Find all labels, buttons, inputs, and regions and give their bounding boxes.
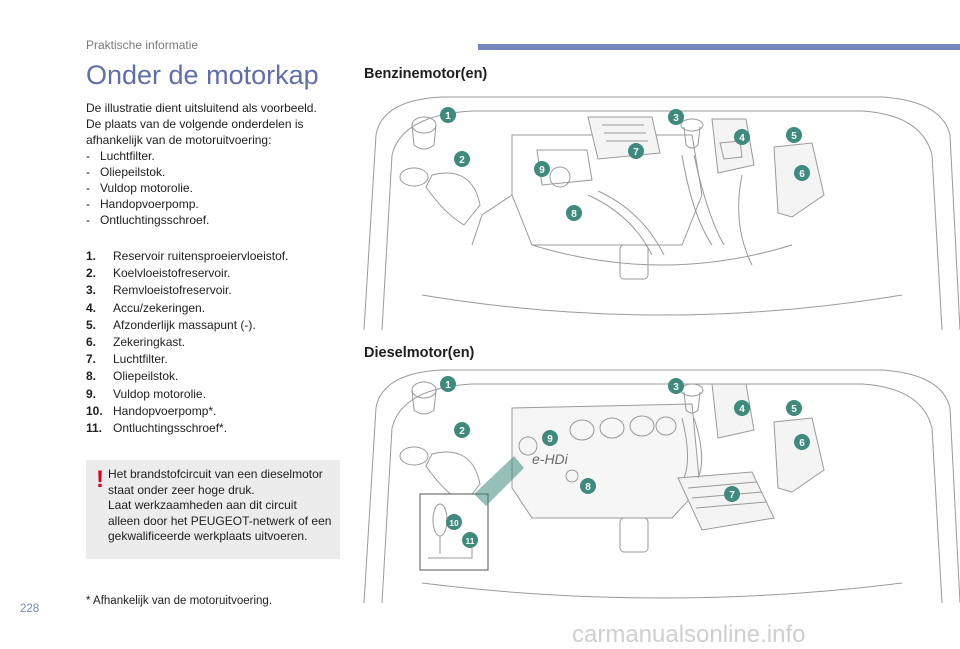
legend-row: 6.Zekeringkast. (86, 334, 186, 349)
intro-item: - Oliepeilstok. (86, 165, 166, 179)
marker-label: 3 (673, 113, 679, 124)
legend-row: 8.Oliepeilstok. (86, 369, 179, 384)
marker-6 (794, 165, 810, 181)
marker-3 (668, 109, 684, 125)
exclamation-icon: ! (96, 466, 104, 493)
marker-label: 2 (459, 155, 465, 166)
marker-5 (786, 127, 802, 143)
marker-label: 7 (729, 490, 735, 501)
marker-5 (786, 400, 802, 416)
marker-7 (628, 143, 644, 159)
warning-text: Het brandstofcircuit van een dieselmotor… (108, 467, 332, 543)
intro-line: De illustratie dient uitsluitend als voo… (86, 101, 317, 115)
page-number: 228 (20, 603, 40, 615)
marker-11 (462, 532, 478, 548)
marker-label: 10 (449, 518, 459, 528)
intro-text: De illustratie dient uitsluitend als voo… (86, 100, 351, 228)
watermark: carmanualsonline.info (572, 621, 806, 648)
legend-row: 3.Remvloeistofreservoir. (86, 283, 232, 298)
marker-3 (668, 378, 684, 394)
intro-item: - Luchtfilter. (86, 149, 155, 163)
intro-line: afhankelijk van de motoruitvoering: (86, 133, 272, 147)
marker-8 (580, 478, 596, 494)
diesel-engine-diagram: e-HDi 1 2 3 4 5 6 7 8 9 10 11 (363, 369, 960, 603)
marker-9 (534, 161, 550, 177)
petrol-heading: Benzinemotor(en) (364, 66, 488, 82)
intro-item: - Handopvoerpomp. (86, 197, 199, 211)
legend-row: 11.Ontluchtingsschroef*. (86, 420, 228, 435)
marker-1 (440, 107, 456, 123)
marker-label: 2 (459, 426, 465, 437)
marker-label: 4 (739, 133, 745, 144)
page-title: Onder de motorkap (86, 60, 319, 90)
legend-row: 1.Reservoir ruitensproeiervloeistof. (86, 249, 289, 263)
diesel-heading: Dieselmotor(en) (364, 345, 475, 361)
marker-label: 11 (466, 536, 475, 546)
marker-label: 1 (445, 111, 451, 122)
marker-label: 8 (571, 209, 577, 220)
header-bar (478, 44, 960, 50)
marker-6 (794, 434, 810, 450)
marker-10 (446, 514, 462, 530)
legend-row: 2.Koelvloeistofreservoir. (86, 266, 231, 281)
legend-row: 9.Vuldop motorolie. (86, 386, 206, 401)
legend-row: 4.Accu/zekeringen. (86, 300, 206, 315)
marker-label: 7 (633, 147, 639, 158)
marker-label: 9 (547, 434, 553, 445)
marker-label: 1 (445, 380, 451, 391)
marker-4 (734, 400, 750, 416)
marker-label: 6 (799, 438, 805, 449)
marker-9 (542, 430, 558, 446)
petrol-engine-diagram: 1 2 3 4 5 6 7 8 9 (363, 96, 960, 330)
marker-4 (734, 129, 750, 145)
warning-box: ! Het brandstofcircuit van een dieselmot… (86, 460, 340, 559)
section-label: Praktische informatie (86, 38, 199, 52)
marker-2 (454, 422, 470, 438)
marker-label: 9 (539, 165, 545, 176)
marker-label: 8 (585, 482, 591, 493)
ehdi-badge: e-HDi (532, 451, 569, 467)
inset-connector (474, 456, 524, 506)
marker-7 (724, 486, 740, 502)
intro-item: - Ontluchtingsschroef. (86, 213, 210, 227)
footnote: * Afhankelijk van de motoruitvoering. (86, 595, 273, 607)
marker-label: 6 (799, 169, 805, 180)
intro-line: De plaats van de volgende onderdelen is (86, 117, 304, 131)
marker-8 (566, 205, 582, 221)
marker-label: 3 (673, 382, 679, 393)
marker-label: 5 (791, 404, 797, 415)
component-legend: 1.Reservoir ruitensproeiervloeistof. 2.K… (86, 249, 351, 438)
marker-label: 5 (791, 131, 797, 142)
legend-row: 7.Luchtfilter. (86, 352, 168, 367)
legend-row: 10.Handopvoerpomp*. (86, 403, 217, 418)
marker-1 (440, 376, 456, 392)
intro-item: - Vuldop motorolie. (86, 181, 193, 195)
legend-row: 5.Afzonderlijk massapunt (-). (86, 317, 256, 332)
marker-2 (454, 151, 470, 167)
marker-label: 4 (739, 404, 745, 415)
